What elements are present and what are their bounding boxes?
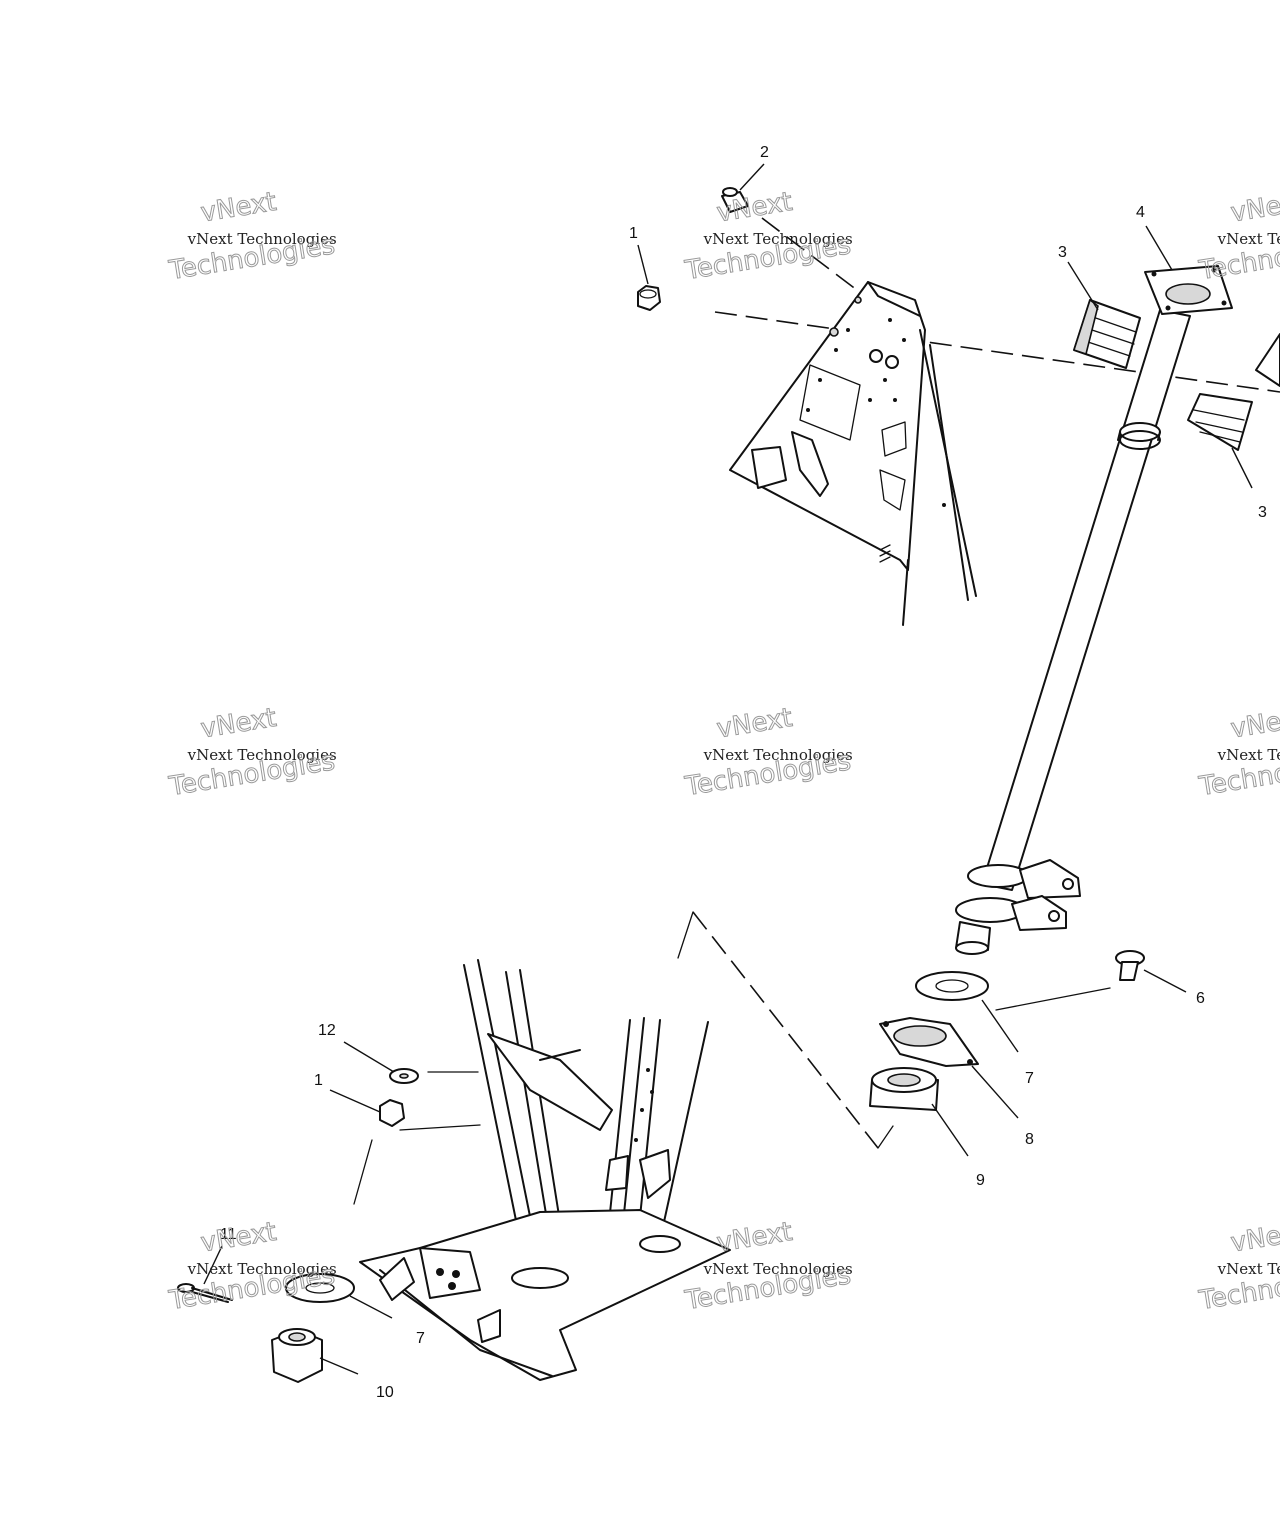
svg-text:vNext: vNext [1229,703,1280,745]
bolt-6 [1115,950,1145,981]
watermark-mid-center: vNext vNext Technologies Technologies [682,702,854,802]
nut-upper [637,285,661,311]
callout-3-upper: 3 [1058,244,1067,261]
svg-text:vNext Technologies: vNext Technologies [1217,746,1280,764]
watermark-mid-right: vNext vNext Technologies Technologies [1196,702,1280,802]
svg-text:vNext Technologies: vNext Technologies [187,746,337,764]
callout-1-upper: 1 [629,225,638,242]
washer-12 [389,1068,419,1084]
callout-10: 10 [376,1384,394,1401]
svg-text:vNext Technologies: vNext Technologies [187,230,337,248]
callout-4: 4 [1136,204,1145,221]
callout-12: 12 [318,1022,336,1039]
svg-text:vNext Technologies: vNext Technologies [187,1260,337,1278]
svg-text:vNext: vNext [1229,187,1280,229]
bushing-lower [1187,393,1253,451]
upper-frame-bracket [729,281,977,626]
washer-7-lower [285,1273,355,1303]
callout-3-lower: 3 [1258,504,1267,521]
alignment-lines [353,217,1280,1205]
callout-1-lower: 1 [314,1072,323,1089]
watermark-top-right: vNext vNext Technologies Technologies [1196,186,1280,286]
svg-text:vNext: vNext [715,1217,795,1259]
washer-7-upper [915,971,989,1001]
callout-8: 8 [1025,1131,1034,1148]
svg-text:vNext Technologies: vNext Technologies [703,746,853,764]
svg-text:vNext Technologies: vNext Technologies [1217,1260,1280,1278]
bushing-9 [869,1067,939,1111]
svg-text:vNext: vNext [1229,1217,1280,1259]
callout-9: 9 [976,1172,985,1189]
callout-6: 6 [1196,990,1205,1007]
callout-numbers: 1 2 3 4 3 6 7 8 9 12 1 11 7 10 [220,144,1267,1401]
svg-text:vNext Technologies: vNext Technologies [1217,230,1280,248]
callout-leaders [203,163,1253,1375]
svg-text:vNext Technologies: vNext Technologies [703,1260,853,1278]
nut-1-lower [379,1099,405,1127]
lower-frame [359,959,731,1381]
cotter-pin-11 [177,1283,233,1303]
watermark-top-center: vNext vNext Technologies Technologies [682,186,854,286]
watermark-mid-left: vNext vNext Technologies Technologies [166,702,338,802]
watermark-bottom-right: vNext vNext Technologies Technologies [1196,1216,1280,1316]
svg-text:vNext: vNext [715,703,795,745]
svg-text:vNext: vNext [199,187,279,229]
grease-fitting [721,187,749,213]
svg-text:vNext: vNext [199,703,279,745]
svg-text:vNext Technologies: vNext Technologies [703,230,853,248]
castle-nut-10 [271,1328,323,1383]
callout-7-lower: 7 [416,1330,425,1347]
flange-bearing-8 [879,1017,979,1067]
edge-part [1255,333,1280,387]
callout-2: 2 [760,144,769,161]
callout-7-upper: 7 [1025,1070,1034,1087]
bushing-upper [1073,299,1141,369]
svg-text:vNext: vNext [199,1217,279,1259]
watermark-top-left: vNext vNext Technologies Technologies [166,186,338,286]
steering-post [955,265,1233,955]
callout-11: 11 [220,1226,237,1243]
